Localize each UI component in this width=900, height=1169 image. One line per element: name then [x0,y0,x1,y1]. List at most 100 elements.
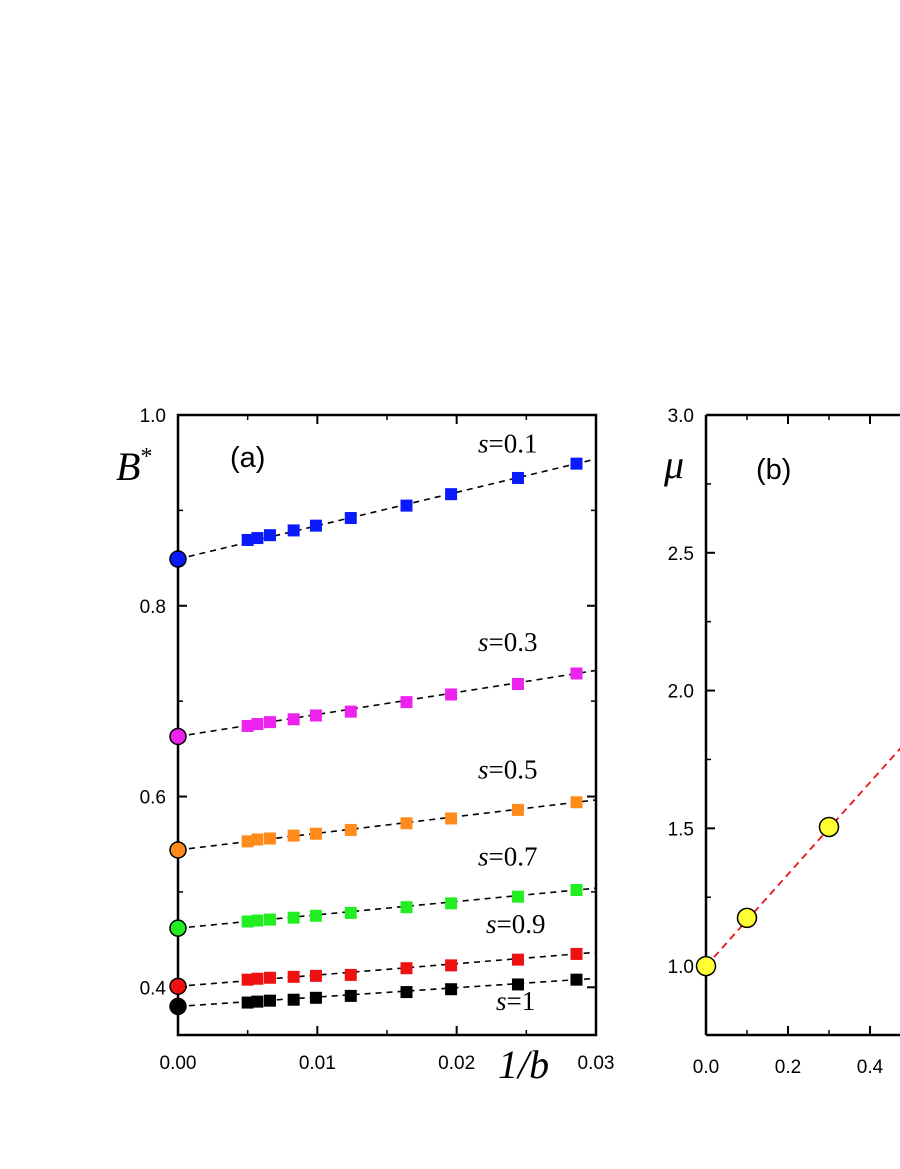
panel-a-series-label-s: s [478,428,489,458]
panel-a-point [309,709,322,722]
panel-a-point [309,991,322,1004]
panel-a-point [344,705,357,718]
panel-a-point [309,969,322,982]
panel-a-point [241,996,254,1009]
panel-a-ytick-label: 0.8 [140,597,166,618]
panel-a-point [251,914,264,927]
panel-a-point [251,995,264,1008]
panel-b-ytick-label: 3.0 [668,406,694,427]
panel-a-point [445,812,458,825]
panel-a-point [400,817,413,830]
panel-a-point [511,471,524,484]
panel-a-point [400,986,413,999]
panel-b-point [695,955,717,977]
panel-a-series-label-s: s [478,841,489,871]
panel-a-point [445,983,458,996]
panel-a-point [445,959,458,972]
panel-a-point [241,533,254,546]
panel-a-series-label-s: s [486,909,497,939]
panel-a-point [287,713,300,726]
panel-a-ytick-label: 0.6 [140,788,166,809]
panel-a-point [511,953,524,966]
panel-a-xlabel: 1/b [498,1042,549,1087]
panel-b-ylabel: μ [663,442,684,487]
panel-a-ytick-label: 0.4 [140,978,167,999]
panel-a-series-label: s=0.5 [478,755,538,785]
panel-a-point [263,716,276,729]
panel-a-frame [176,413,598,1037]
panel-a-xtick-label: 0.02 [438,1053,475,1074]
panel-a-series-label: s=0.1 [478,428,538,458]
panel-b-point [818,816,840,838]
panel-a-xtick-label: 0.01 [299,1053,336,1074]
panel-a-series-label-s: s [478,755,489,785]
panel-a-point [511,978,524,991]
panel-a-xtick-label: 0.03 [578,1053,615,1074]
panel-a-point [263,994,276,1007]
panel-a-series-labels: s=0.1s=0.3s=0.5s=0.7s=0.9s=1 [478,428,546,1016]
panel-a-point [287,911,300,924]
panel-a-intercept-point [169,977,187,996]
panel-a-point [251,972,264,985]
panel-a-point [445,488,458,501]
panel-b-xtick-label: 0.2 [775,1057,801,1078]
panel-a-point [241,973,254,986]
panel-a-point [400,962,413,975]
panel-a-point [251,833,264,846]
panel-a-series-label-value: =0.1 [489,428,538,458]
panel-a-point [570,667,583,680]
panel-a-point [263,971,276,984]
panel-a-series-label-value: =0.3 [489,627,538,657]
panel-a-point [251,532,264,545]
panel-a-point [400,901,413,914]
panel-a-series-label: s=1 [496,986,535,1016]
panel-b-ytick-label: 1.5 [668,819,694,840]
panel-a-point [570,457,583,470]
panel-a-point [287,524,300,537]
panel-a-point [309,909,322,922]
panel-b-xtick-label: 0.4 [857,1057,884,1078]
panel-a-point [263,832,276,845]
panel-a-point [344,512,357,525]
panel-b-tag: (b) [756,454,791,486]
panel-a-intercept-point [169,727,187,746]
panel-a-point [309,519,322,532]
panel-a-intercept-point [169,550,187,568]
panel-b-fit-lines [705,747,900,967]
panel-a-point [263,913,276,926]
panel-b-xtick-label: 0.0 [693,1057,719,1078]
panel-a-point [445,897,458,910]
panel-a-ylabel-superscript: * [140,444,152,470]
panel-a-point [251,718,264,731]
panel-a-series-label: s=0.9 [486,909,546,939]
panel-a-series-label: s=0.7 [478,841,538,871]
panel-a-point [287,829,300,842]
panel-a-point [400,499,413,512]
panel-a-intercept-point [169,997,187,1016]
panel-a-series-label: s=0.3 [478,627,538,657]
panel-a-point [511,677,524,690]
panel-a-point [241,915,254,928]
panel-a-point [263,529,276,542]
panel-a-xtick-label: 0.00 [160,1053,197,1074]
panel-a-point [344,823,357,836]
panel-a-series-label-value: =0.9 [497,909,546,939]
panel-a-point [511,890,524,903]
panel-a-point [344,989,357,1002]
panel-a-series-label-value: =0.7 [489,841,538,871]
panel-a-point [344,968,357,981]
panel-a-series-label-value: =1 [507,986,536,1016]
panel-a-point [511,803,524,816]
panel-a-ylabel-text: B [116,444,140,489]
panel-a-series-label-value: =0.5 [489,755,538,785]
panel-a-series-label-s: s [478,627,489,657]
panel-a-points [169,457,583,1016]
panel-b-fit-line [705,747,900,967]
panel-a-point [570,796,583,809]
